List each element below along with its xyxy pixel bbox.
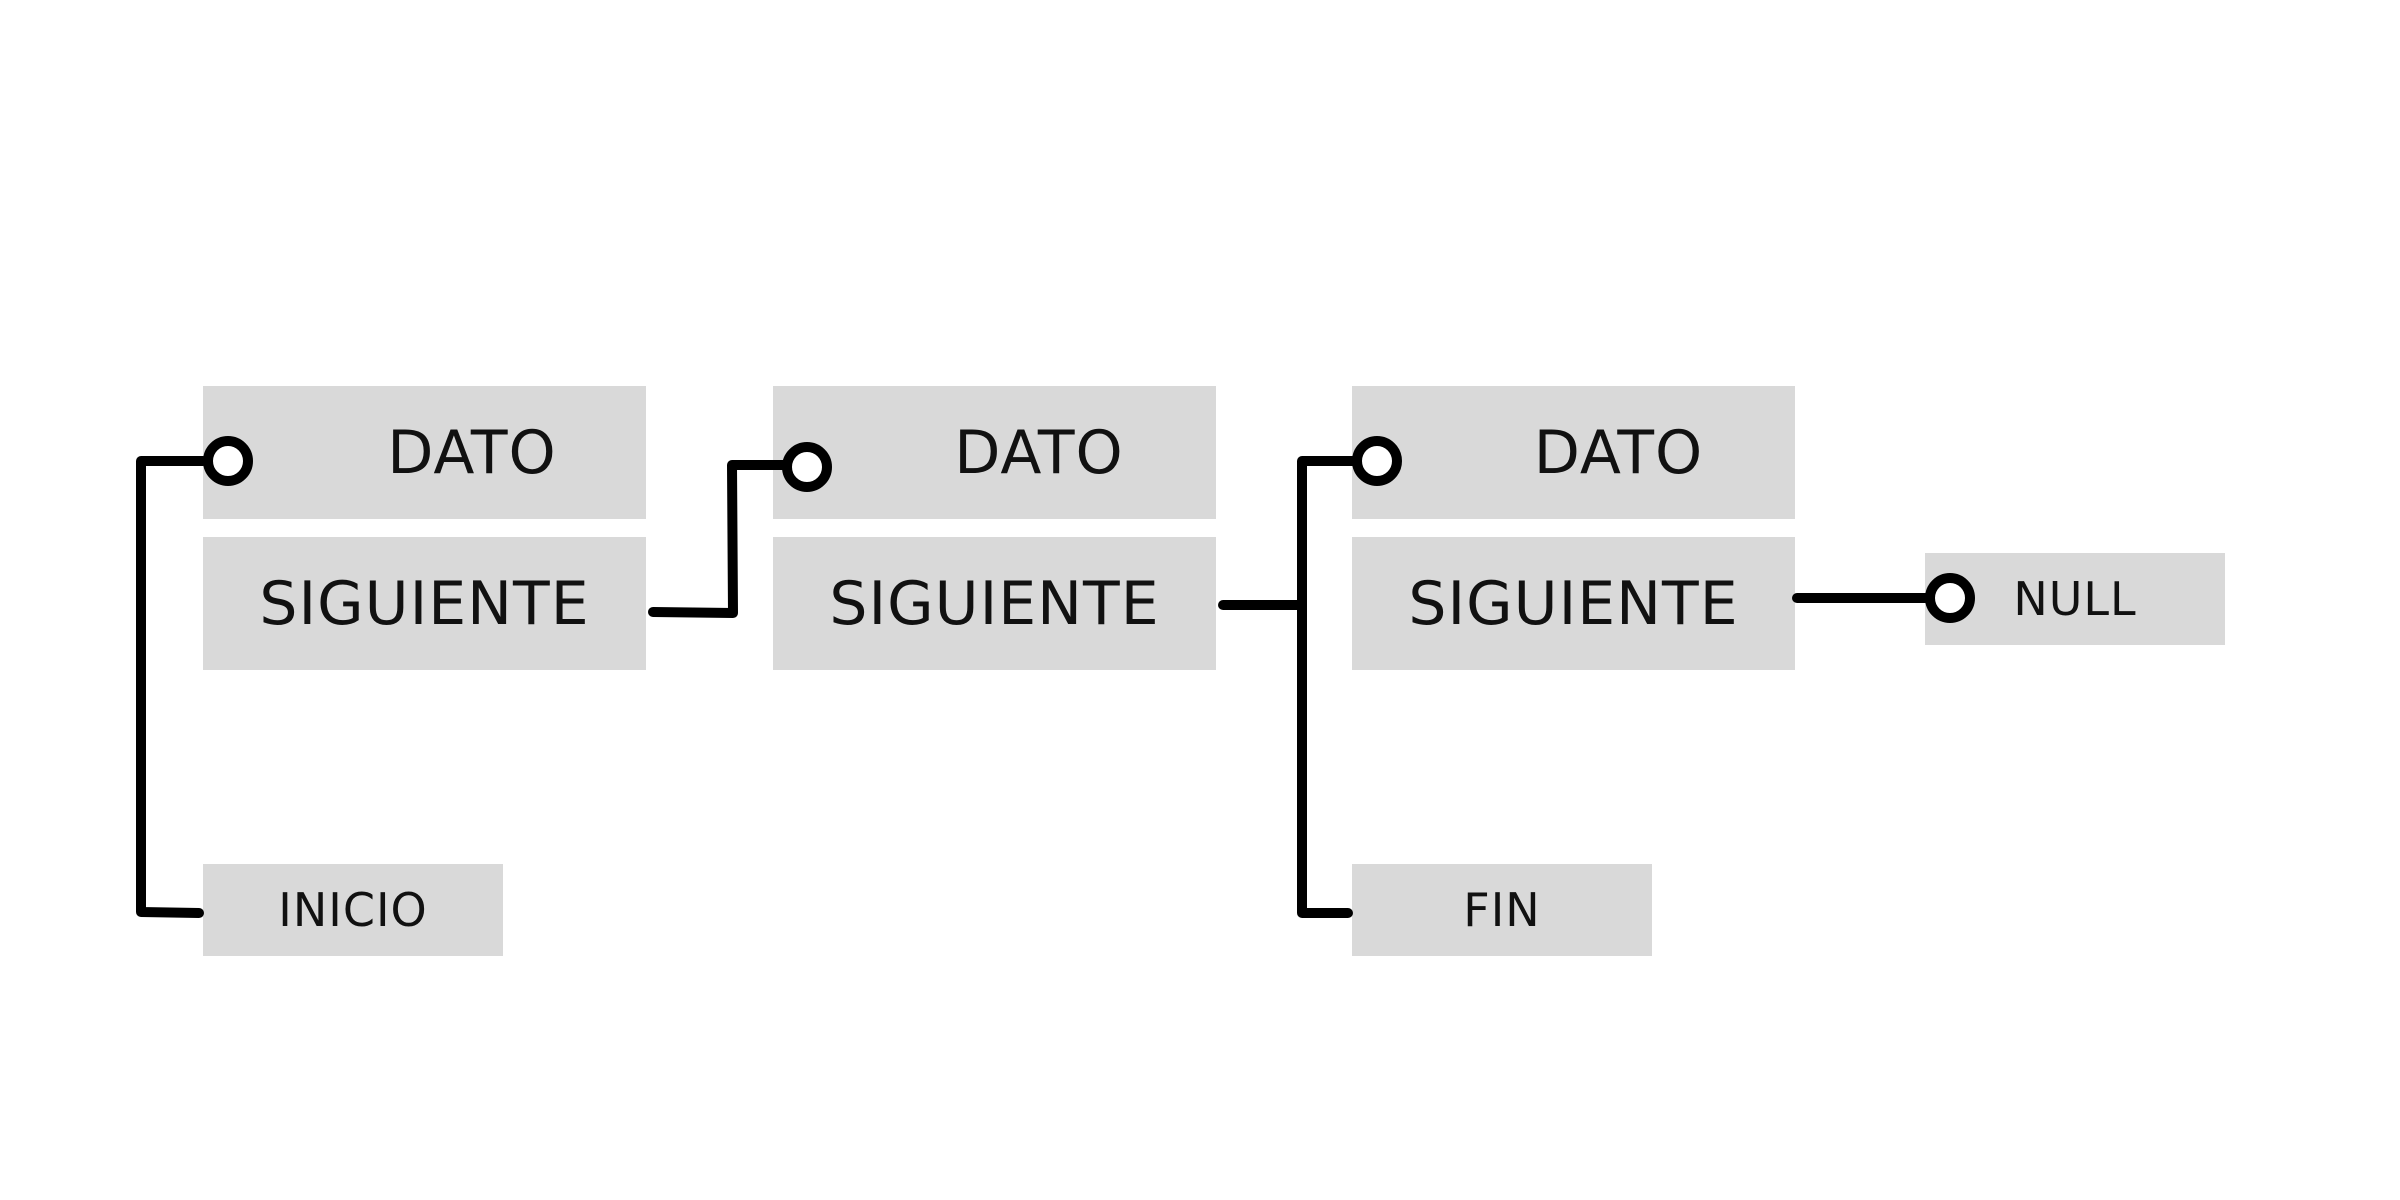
node-2-siguiente-box bbox=[773, 537, 1216, 670]
node-2-siguiente-label: SIGUIENTE bbox=[829, 568, 1160, 639]
node-1-dato-box bbox=[203, 386, 646, 519]
fin-label: FIN bbox=[1463, 883, 1541, 937]
node-2-dato-box bbox=[773, 386, 1216, 519]
fin-to-node-3-connector bbox=[1297, 595, 1353, 918]
node-1-siguiente-label: SIGUIENTE bbox=[259, 568, 590, 639]
inicio-pointer-box bbox=[203, 864, 503, 956]
node-3-siguiente-box bbox=[1352, 537, 1795, 670]
node-2-dato-label: DATO bbox=[954, 417, 1124, 488]
node-1-dato-label: DATO bbox=[387, 417, 557, 488]
null-label: NULL bbox=[2013, 572, 2137, 626]
null-terminator-box bbox=[1925, 553, 2225, 645]
node-3-trunk-connector bbox=[1297, 456, 1363, 605]
node-1-siguiente-box bbox=[203, 537, 646, 670]
inicio-label: INICIO bbox=[278, 883, 428, 937]
fin-pointer-box bbox=[1352, 864, 1652, 956]
node-3-siguiente-label: SIGUIENTE bbox=[1408, 568, 1739, 639]
inicio-to-node-1-connector bbox=[136, 456, 208, 918]
node-1-to-node-2-connector bbox=[648, 460, 795, 618]
node-3-dato-label: DATO bbox=[1533, 417, 1704, 488]
node-3-dato-box bbox=[1352, 386, 1795, 519]
